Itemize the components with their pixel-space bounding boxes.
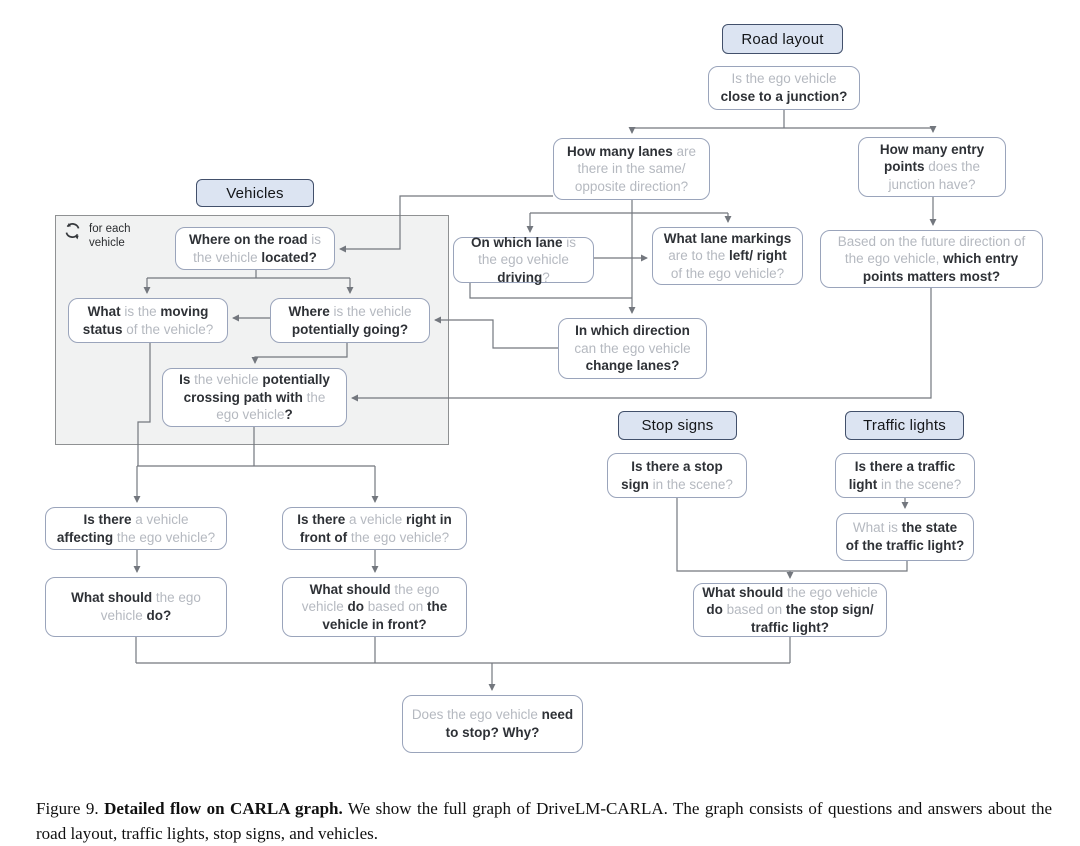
node-traffic-light-in-scene: Is there a traffic light in the scene?	[835, 453, 975, 498]
node-stop-sign-in-scene: Is there a stop sign in the scene?	[607, 453, 747, 498]
loop-label-line1: for each	[89, 223, 131, 235]
node-crossing-path: Is the vehicle potentially crossing path…	[162, 368, 347, 427]
node-lane-markings: What lane markings are to the left/ righ…	[652, 227, 803, 285]
node-vehicle-right-in-front: Is there a vehicle right in front of the…	[282, 507, 467, 550]
node-traffic-light-state: What is the state of the traffic light?	[836, 513, 974, 561]
loop-icon	[65, 223, 80, 240]
node-do-based-on-stop-sign-traffic-light: What should the ego vehicle do based on …	[693, 583, 887, 637]
node-moving-status: What is the moving status of the vehicle…	[68, 298, 228, 343]
figure-caption: Figure 9. Detailed flow on CARLA graph. …	[36, 797, 1052, 846]
node-potentially-going: Where is the vehicle potentially going?	[270, 298, 430, 343]
for-each-vehicle-label: for each vehicle	[63, 221, 131, 251]
node-where-on-road: Where on the road is the vehicle located…	[175, 227, 335, 270]
node-do-based-on-vehicle-in-front: What should the ego vehicle do based on …	[282, 577, 467, 637]
header-traffic-lights: Traffic lights	[845, 411, 964, 440]
header-road-layout: Road layout	[722, 24, 843, 54]
figure-label: Figure 9.	[36, 799, 99, 818]
node-vehicle-affecting: Is there a vehicle affecting the ego veh…	[45, 507, 227, 550]
figure-caption-text: We show the full graph of DriveLM-CARLA.…	[36, 799, 1053, 843]
node-entry-points: How many entry points does the junction …	[858, 137, 1006, 197]
node-based-on-future: Based on the future direction of the ego…	[820, 230, 1043, 288]
node-on-which-lane: On which lane is the ego vehicle driving…	[453, 235, 594, 285]
loop-label-line2: vehicle	[89, 237, 125, 250]
node-close-junction: Is the ego vehicle close to a junction?	[708, 66, 860, 110]
header-stop-signs: Stop signs	[618, 411, 737, 440]
header-vehicles: Vehicles	[196, 179, 314, 207]
node-need-to-stop: Does the ego vehicle need to stop? Why?	[402, 695, 583, 753]
node-in-which-direction: In which direction can the ego vehicle c…	[558, 318, 707, 379]
figure-title: Detailed flow on CARLA graph.	[104, 799, 343, 818]
node-what-should-do: What should the ego vehicle do?	[45, 577, 227, 637]
node-how-many-lanes: How many lanes are there in the same/ op…	[553, 138, 710, 200]
